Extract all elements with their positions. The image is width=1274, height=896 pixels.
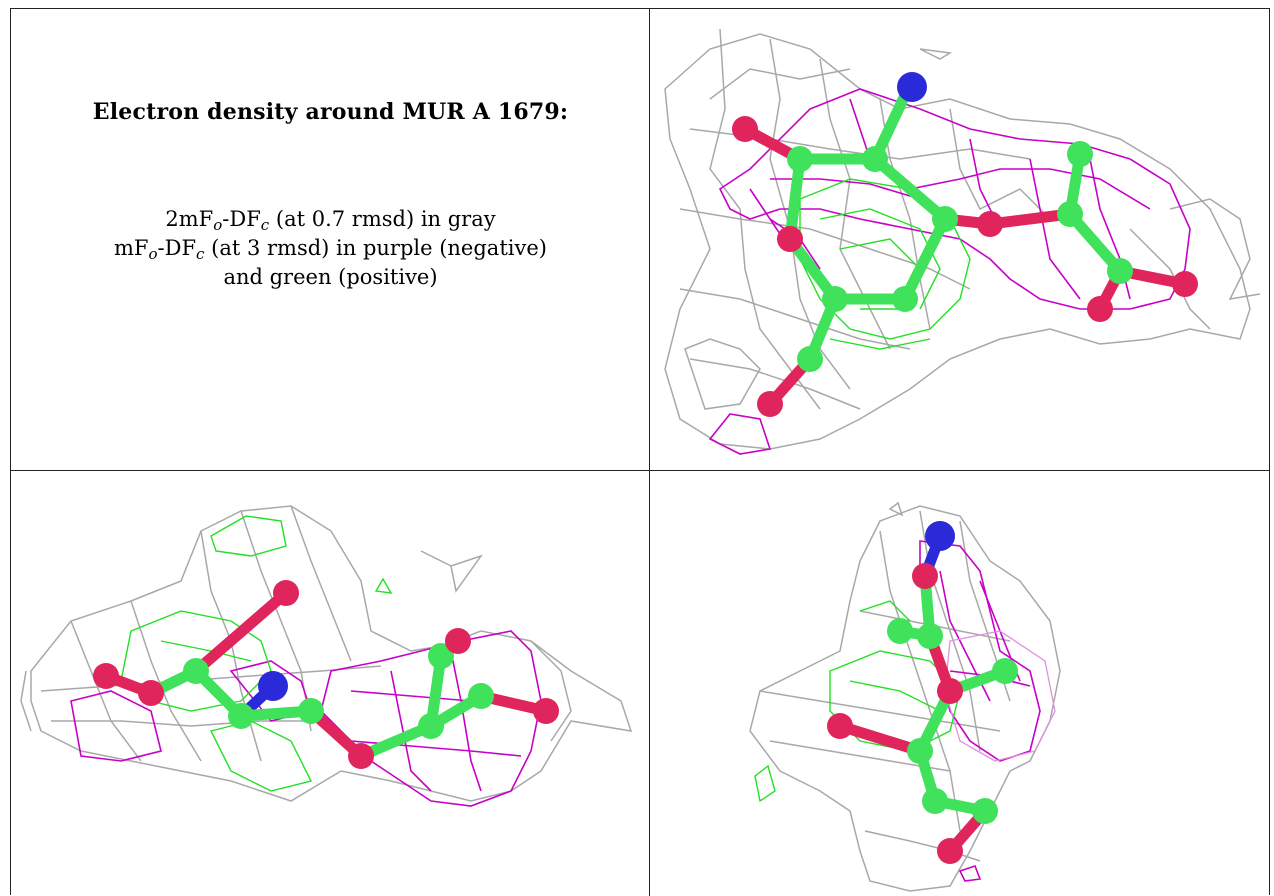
oxygen-atom	[912, 563, 938, 589]
figure-table: Electron density around MUR A 1679: 2mFo…	[10, 8, 1270, 896]
caption-cell: Electron density around MUR A 1679: 2mFo…	[11, 9, 650, 471]
oxygen-atom	[1087, 296, 1113, 322]
legend-line-fofc: mFo-DFc (at 3 rmsd) in purple (negative)	[114, 236, 547, 263]
oxygen-atom	[533, 698, 559, 724]
oxygen-atom	[757, 391, 783, 417]
carbon-atom	[418, 713, 444, 739]
carbon-atom	[183, 658, 209, 684]
density-view-top-right	[650, 9, 1269, 471]
carbon-atom	[428, 643, 454, 669]
legend-line-green: and green (positive)	[223, 265, 438, 289]
carbon-atom	[1067, 141, 1093, 167]
carbon-atom	[892, 286, 918, 312]
oxygen-atom	[827, 713, 853, 739]
carbon-atom	[907, 738, 933, 764]
figure-legend: 2mFo-DFc (at 0.7 rmsd) in gray mFo-DFc (…	[11, 205, 649, 292]
nitrogen-atom	[258, 671, 288, 701]
oxygen-atom	[732, 116, 758, 142]
carbon-atom	[887, 618, 913, 644]
ligand-bonds	[100, 587, 552, 762]
density-view-bottom-right	[650, 471, 1269, 896]
legend-line-2fofc: 2mFo-DFc (at 0.7 rmsd) in gray	[165, 207, 496, 234]
gray-mesh	[664, 28, 1261, 450]
nitrogen-atom	[925, 521, 955, 551]
oxygen-atom	[445, 628, 471, 654]
negative-mesh-faded	[944, 630, 1056, 762]
carbon-atom	[862, 146, 888, 172]
density-image-2	[20, 505, 633, 807]
carbon-atom	[298, 698, 324, 724]
carbon-atom	[992, 658, 1018, 684]
density-image-3	[749, 501, 1061, 892]
oxygen-atom	[777, 226, 803, 252]
oxygen-atom	[138, 680, 164, 706]
figure-title: Electron density around MUR A 1679:	[92, 99, 569, 125]
ligand-atoms	[732, 72, 1198, 417]
nitrogen-atom	[897, 72, 927, 102]
carbon-atom	[468, 683, 494, 709]
ligand-atoms	[93, 580, 559, 769]
density-view-bottom-left	[11, 471, 650, 896]
oxygen-atom	[977, 211, 1003, 237]
carbon-atom	[932, 206, 958, 232]
carbon-atom	[972, 798, 998, 824]
carbon-atom	[922, 788, 948, 814]
oxygen-atom	[1172, 271, 1198, 297]
carbon-atom	[787, 146, 813, 172]
carbon-atom	[1107, 258, 1133, 284]
gray-mesh	[749, 501, 1061, 892]
carbon-atom	[797, 346, 823, 372]
carbon-atom	[228, 703, 254, 729]
carbon-atom	[1057, 201, 1083, 227]
carbon-atom	[917, 623, 943, 649]
oxygen-atom	[937, 678, 963, 704]
oxygen-atom	[93, 663, 119, 689]
oxygen-atom	[348, 743, 374, 769]
carbon-atom	[822, 286, 848, 312]
density-image-1	[664, 28, 1261, 455]
gray-mesh	[20, 505, 633, 802]
oxygen-atom	[273, 580, 299, 606]
oxygen-atom	[937, 838, 963, 864]
ligand-atoms	[827, 521, 1018, 864]
